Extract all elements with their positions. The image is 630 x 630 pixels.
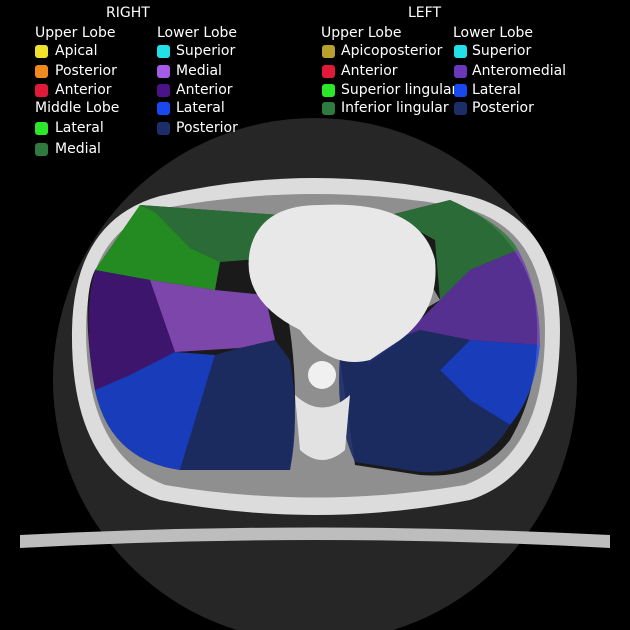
legend-item-label: Lateral xyxy=(176,100,225,116)
right-lower-lateral-segment xyxy=(95,352,215,470)
left-legend-title: LEFT xyxy=(408,5,442,21)
legend-item-label: Superior xyxy=(472,43,532,59)
legend-item-label: Anterior xyxy=(341,63,398,79)
left-superior-lingular-swatch xyxy=(322,84,335,97)
right-lower-anterior-segment xyxy=(88,270,175,390)
right-lower-lateral-swatch xyxy=(157,102,170,115)
left-lower-posterior-swatch xyxy=(454,102,467,115)
left-upper-lobe-heading: Upper Lobe xyxy=(321,25,402,41)
right-middle-lateral-segment xyxy=(95,205,220,290)
legend-item-label: Inferior lingular xyxy=(341,100,449,116)
right-upper-lobe-heading: Upper Lobe xyxy=(35,25,116,41)
legend-item-label: Lateral xyxy=(472,82,521,98)
legend-item-label: Lateral xyxy=(55,120,104,136)
left-lower-anteromedial-swatch xyxy=(454,65,467,78)
right-apical-swatch xyxy=(35,45,48,58)
legend-item-label: Posterior xyxy=(55,63,117,79)
right-middle-lateral-swatch xyxy=(35,122,48,135)
right-lower-lobe-heading: Lower Lobe xyxy=(157,25,238,41)
scanner-table xyxy=(20,527,610,548)
legend-item-label: Apicoposterior xyxy=(341,43,443,59)
right-middle-medial-swatch xyxy=(35,143,48,156)
legend-item-label: Superior xyxy=(176,43,236,59)
vertebra xyxy=(295,395,350,460)
legend-item-label: Superior lingular xyxy=(341,82,458,98)
right-lower-anterior-swatch xyxy=(157,84,170,97)
legend-item-label: Medial xyxy=(55,141,101,157)
right-middle-medial-segment xyxy=(140,205,280,262)
left-lower-lateral-segment xyxy=(440,340,540,425)
left-inferior-lingular-swatch xyxy=(322,102,335,115)
right-posterior-swatch xyxy=(35,65,48,78)
left-lower-lateral-swatch xyxy=(454,84,467,97)
right-lower-medial-segment xyxy=(150,280,275,352)
left-lower-superior-swatch xyxy=(454,45,467,58)
left-lower-posterior-segment xyxy=(339,330,510,473)
heart xyxy=(248,204,436,362)
left-inferior-lingular-segment xyxy=(390,200,518,300)
right-lower-medial-swatch xyxy=(157,65,170,78)
right-middle-lobe-heading: Middle Lobe xyxy=(35,100,120,116)
right-lower-posterior-swatch xyxy=(157,122,170,135)
left-lung xyxy=(339,200,540,476)
legend-item-label: Anteromedial xyxy=(472,63,567,79)
legend-item-label: Anterior xyxy=(55,82,112,98)
legend-item-label: Medial xyxy=(176,63,222,79)
legend-item-label: Posterior xyxy=(176,120,238,136)
right-lung xyxy=(87,205,295,470)
right-legend-title: RIGHT xyxy=(106,5,150,21)
spine xyxy=(308,361,336,389)
left-anterior-swatch xyxy=(322,65,335,78)
left-lower-lobe-heading: Lower Lobe xyxy=(453,25,534,41)
right-lower-superior-swatch xyxy=(157,45,170,58)
right-anterior-swatch xyxy=(35,84,48,97)
right-lower-posterior-segment xyxy=(180,340,295,470)
left-apicoposterior-swatch xyxy=(322,45,335,58)
legend-item-label: Anterior xyxy=(176,82,233,98)
legend-item-label: Posterior xyxy=(472,100,534,116)
legend-item-label: Apical xyxy=(55,43,98,59)
left-lower-anteromedial-segment xyxy=(368,250,540,365)
